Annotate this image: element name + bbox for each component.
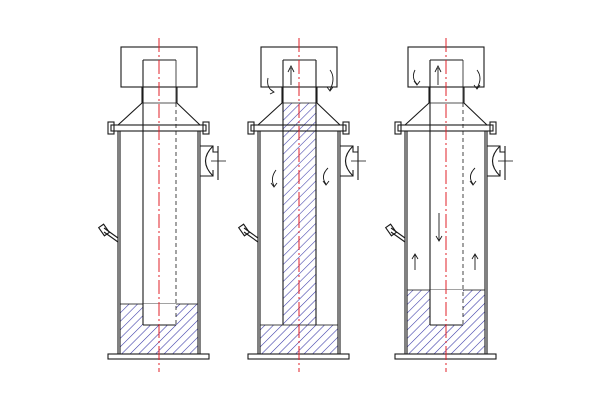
panel-3 [384, 38, 513, 372]
flow-arrows [267, 64, 334, 188]
drain-valve [384, 223, 406, 243]
panel-2 [237, 38, 366, 372]
drain-valve [237, 223, 259, 243]
inlet-nozzle [487, 145, 513, 180]
flow-arrows [411, 64, 481, 270]
inlet-nozzle [200, 145, 226, 180]
panel-1 [97, 38, 226, 372]
inlet-nozzle [340, 145, 366, 180]
drain-valve [97, 223, 119, 243]
